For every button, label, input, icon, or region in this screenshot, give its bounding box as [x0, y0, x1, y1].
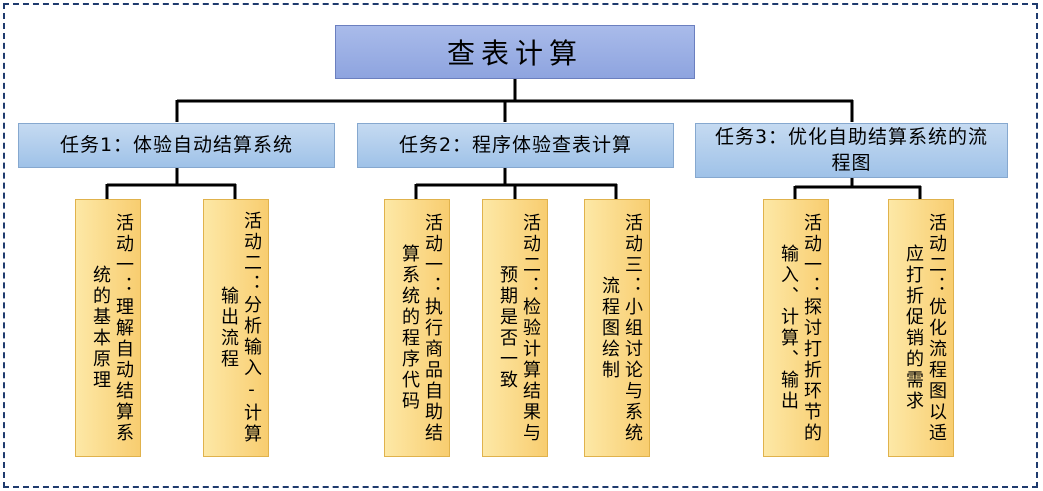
task2-connector: [414, 168, 618, 199]
root-connector: [175, 79, 854, 122]
task-node-2: 任务2：程序体验查表计算: [357, 123, 674, 168]
task1-connector: [105, 168, 237, 199]
task1-activity-1: 活动一：理解自动结算系统的基本原理: [75, 199, 141, 457]
diagram-frame: [3, 3, 1038, 488]
task3-activity-1: 活动一：探讨打折环节的输入、计算、输出: [763, 199, 829, 457]
task1-activity-2: 活动二：分析输入-计算输出流程: [203, 199, 269, 457]
task3-connector: [793, 178, 922, 199]
task3-activity-2: 活动二：优化流程图以适应打折促销的需求: [888, 199, 954, 457]
task2-activity-2: 活动二：检验计算结果与预期是否一致: [482, 199, 548, 457]
task-node-3: 任务3：优化自助结算系统的流程图: [695, 123, 1008, 178]
root-node: 查表计算: [335, 25, 695, 79]
task2-activity-1: 活动一：执行商品自助结算系统的程序代码: [384, 199, 450, 457]
task-node-1: 任务1：体验自动结算系统: [18, 123, 335, 168]
task2-activity-3: 活动三：小组讨论与系统流程图绘制: [584, 199, 650, 457]
